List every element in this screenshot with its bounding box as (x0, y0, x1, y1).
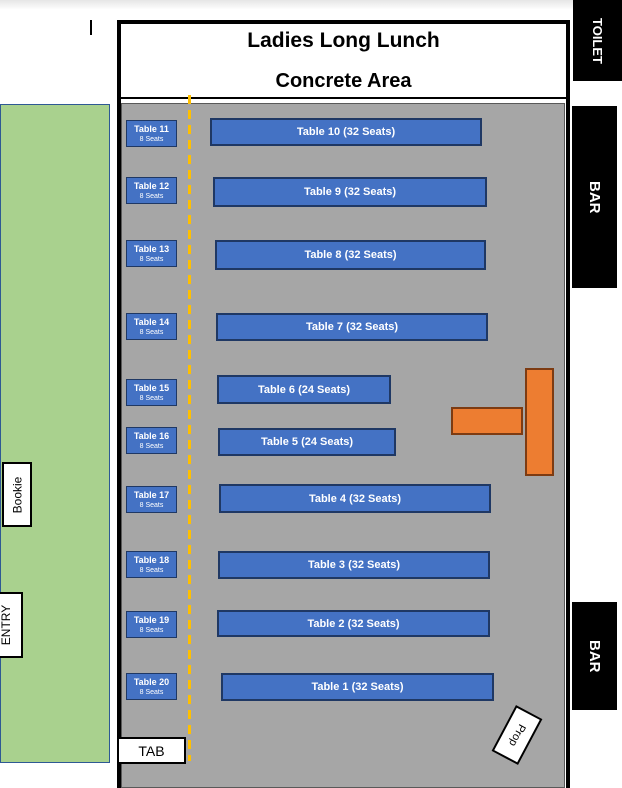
table-16: Table 16 8 Seats (126, 427, 177, 454)
table-2: Table 2 (32 Seats) (217, 610, 490, 637)
toilet-label: TOILET (590, 17, 605, 64)
table-11: Table 11 8 Seats (126, 120, 177, 147)
table-13: Table 13 8 Seats (126, 240, 177, 267)
entry-zone: ENTRY (0, 592, 23, 658)
page-title: Ladies Long Lunch (247, 29, 440, 52)
table-6: Table 6 (24 Seats) (217, 375, 391, 404)
prop-label: Prop (506, 721, 528, 749)
bookie-label: Bookie (10, 476, 25, 513)
table-14: Table 14 8 Seats (126, 313, 177, 340)
table-1: Table 1 (32 Seats) (221, 673, 494, 701)
table-9: Table 9 (32 Seats) (213, 177, 487, 207)
table-15: Table 15 8 Seats (126, 379, 177, 406)
bookie-zone: Bookie (2, 462, 32, 527)
tab-zone: TAB (117, 737, 186, 764)
text-cursor (90, 20, 92, 35)
bar-bottom-zone: BAR (572, 602, 617, 710)
table-7: Table 7 (32 Seats) (216, 313, 488, 341)
bar-bottom-label: BAR (586, 639, 603, 673)
table-17: Table 17 8 Seats (126, 486, 177, 513)
table-4: Table 4 (32 Seats) (219, 484, 491, 513)
table-20: Table 20 8 Seats (126, 673, 177, 700)
table-10: Table 10 (32 Seats) (210, 118, 482, 146)
window-top-strip (0, 0, 622, 9)
tab-label: TAB (138, 742, 165, 759)
bar-top-zone: BAR (572, 106, 617, 288)
page-subtitle: Concrete Area (275, 70, 412, 92)
table-12: Table 12 8 Seats (126, 177, 177, 204)
table-3: Table 3 (32 Seats) (218, 551, 490, 579)
header-divider (121, 97, 566, 99)
stage-horizontal-shape (451, 407, 523, 435)
table-5: Table 5 (24 Seats) (218, 428, 396, 456)
stage-vertical-shape (525, 368, 554, 476)
entry-label: ENTRY (0, 604, 14, 646)
table-18: Table 18 8 Seats (126, 551, 177, 578)
table-19: Table 19 8 Seats (126, 611, 177, 638)
toilet-zone: TOILET (573, 0, 622, 81)
bar-top-label: BAR (586, 180, 603, 214)
green-outdoor-area (0, 104, 110, 763)
dashed-boundary-line (188, 95, 191, 761)
table-8: Table 8 (32 Seats) (215, 240, 486, 270)
